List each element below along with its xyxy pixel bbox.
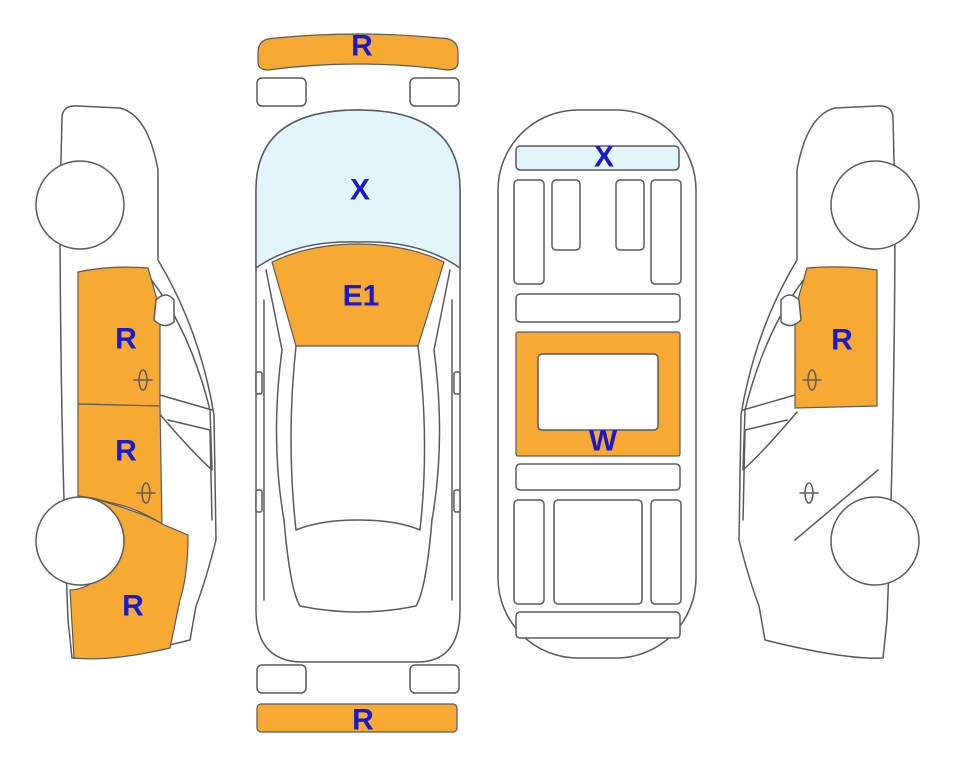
- right-door-label: R: [831, 324, 853, 357]
- right-side-view: R: [738, 105, 920, 659]
- top-view: R X E1 R: [255, 30, 461, 737]
- left-rear-wheel: [35, 496, 125, 586]
- hood-label: E1: [343, 280, 380, 313]
- windshield-panel: [255, 109, 461, 270]
- right-rear-wheel: [830, 496, 920, 586]
- right-headlight: [409, 77, 460, 107]
- front-bumper-panel: [257, 33, 459, 71]
- rear-bumper-label: R: [352, 704, 374, 737]
- left-front-wheel: [35, 160, 125, 250]
- left-front-door-label: R: [115, 323, 137, 356]
- right-taillight: [409, 664, 460, 694]
- left-headlight: [256, 77, 307, 107]
- left-side-view: R R R: [35, 105, 217, 660]
- windshield-label: X: [350, 174, 370, 207]
- left-taillight: [256, 664, 307, 694]
- right-front-door-handle: [802, 369, 822, 391]
- rear-window-label: X: [594, 141, 614, 174]
- rear-window-panel: [515, 145, 680, 171]
- sunroof: [537, 353, 659, 431]
- left-rear-door-label: R: [115, 435, 137, 468]
- right-rear-door-handle: [799, 482, 819, 504]
- interior-view: X W: [497, 109, 697, 659]
- left-rear-quarter-label: R: [122, 590, 144, 623]
- rear-bumper-panel: [256, 703, 458, 733]
- roof-label: W: [589, 425, 618, 458]
- right-front-wheel: [830, 160, 920, 250]
- left-front-door-panel: [77, 266, 161, 407]
- left-front-door-handle: [133, 369, 153, 391]
- front-bumper-label: R: [351, 30, 373, 63]
- hood-panel: [271, 243, 445, 347]
- right-mirror: [780, 294, 802, 327]
- left-rear-door-handle: [136, 482, 156, 504]
- left-mirror: [153, 294, 175, 327]
